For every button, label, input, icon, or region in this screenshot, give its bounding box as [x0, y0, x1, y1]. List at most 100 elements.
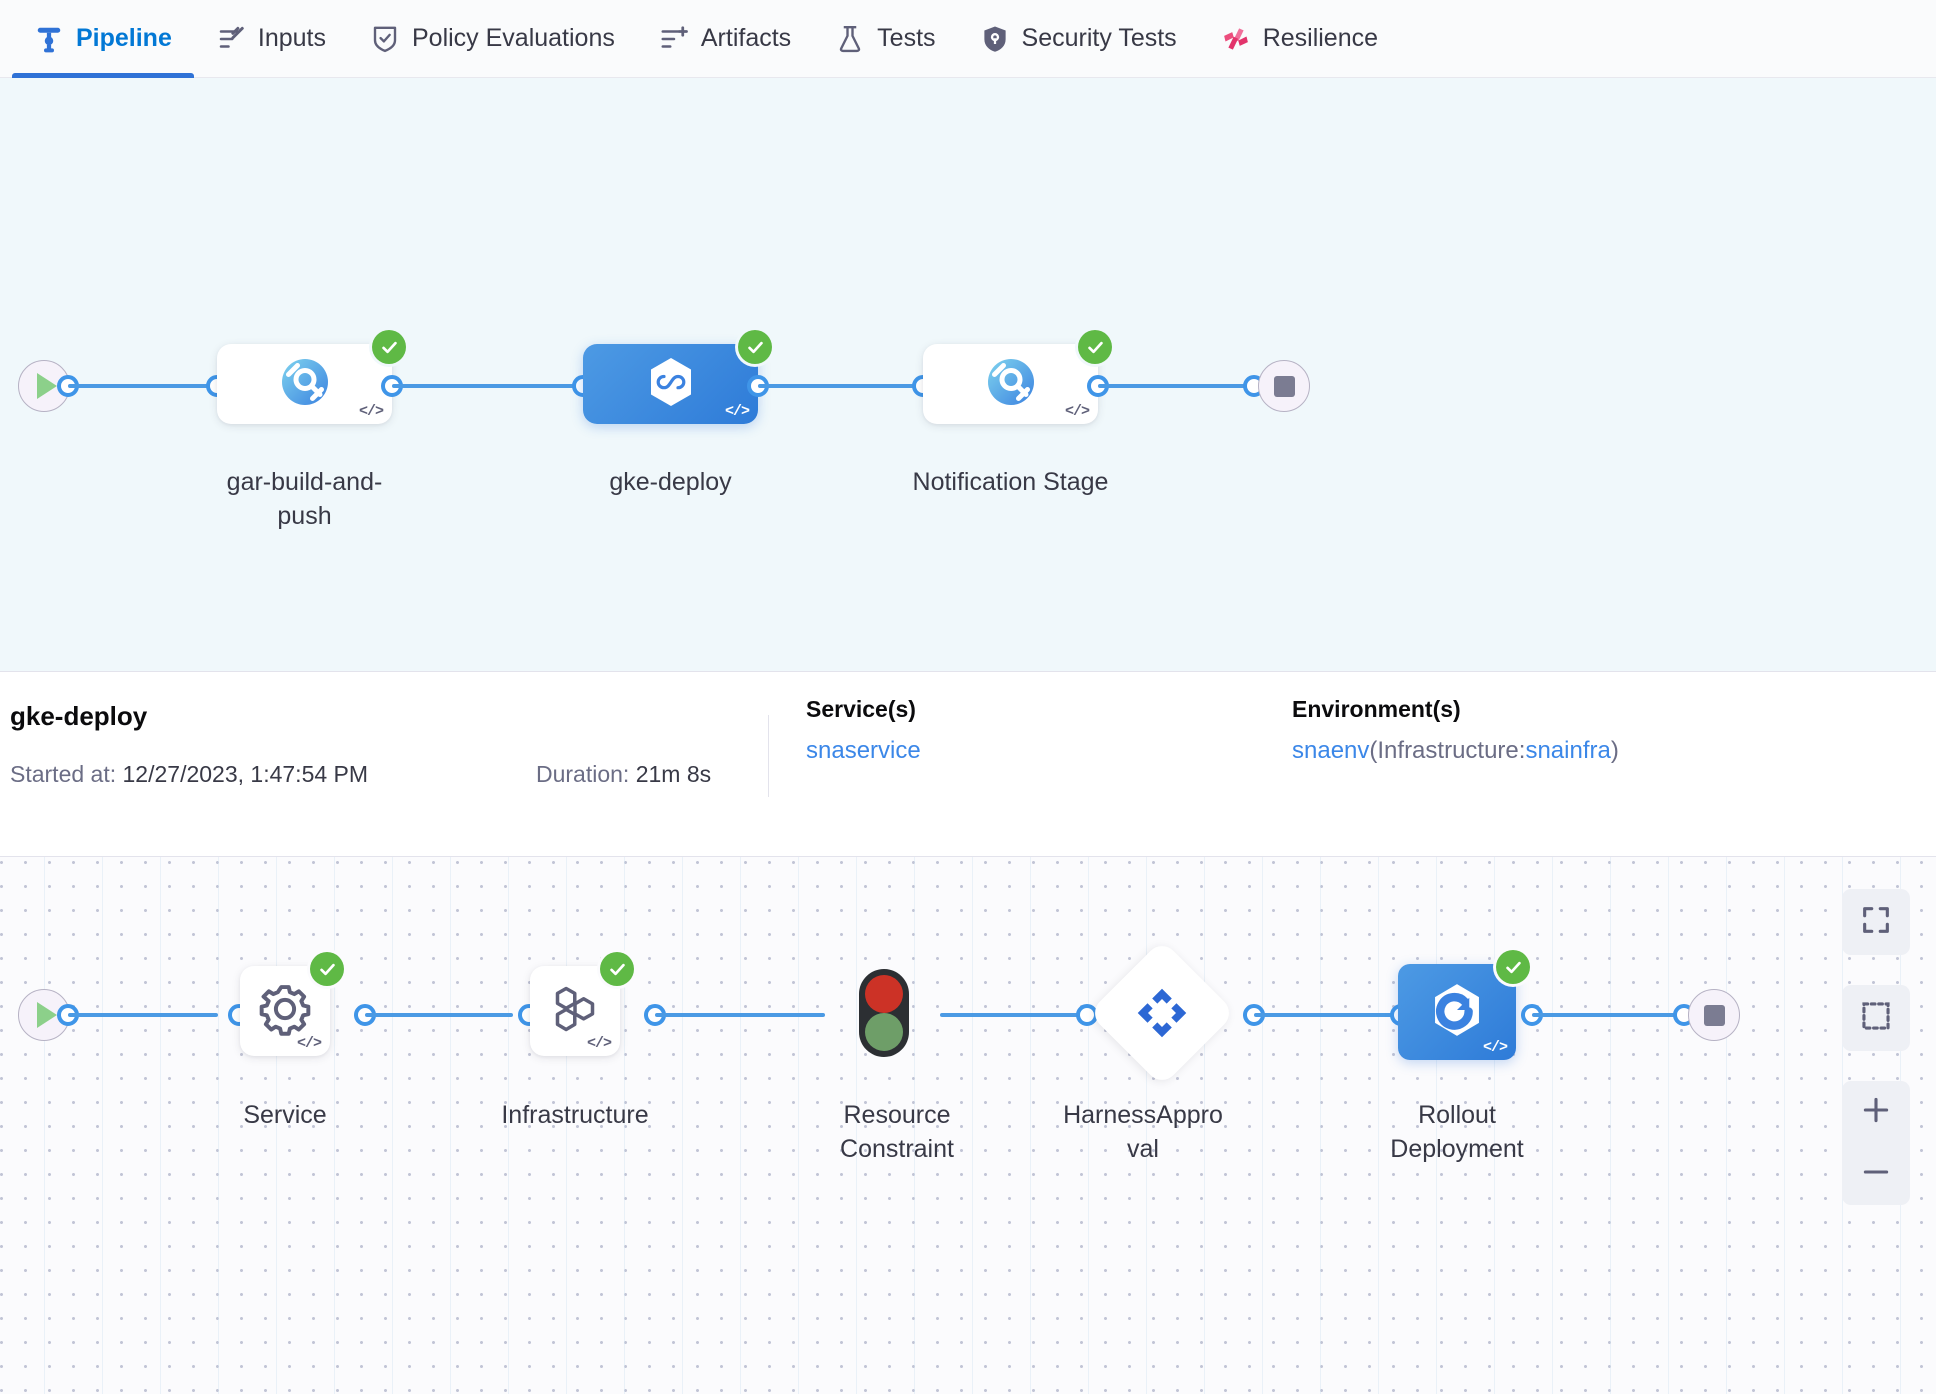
yaml-code-icon[interactable]: </>: [1482, 1039, 1508, 1056]
environment-link[interactable]: snaenv: [1292, 737, 1370, 764]
play-icon: [36, 373, 57, 399]
traffic-light-icon: [855, 969, 913, 1063]
status-badge-success: [1496, 950, 1530, 984]
stage-info-bar: gke-deploy Started at: 12/27/2023, 1:47:…: [0, 672, 1936, 857]
gear-icon: [257, 981, 313, 1042]
stage-label-notification-stage: Notification Stage: [912, 468, 1109, 496]
edge-service-to-infrastructure: [365, 1013, 513, 1017]
policy-shield-icon: [370, 24, 400, 54]
pipeline-tab-bar: Pipeline Inputs Policy Evaluations: [0, 0, 1936, 78]
stage-node-gar-build-and-push[interactable]: </>: [217, 330, 406, 424]
tab-artifacts[interactable]: Artifacts: [637, 0, 813, 78]
minus-icon: [1859, 1155, 1893, 1194]
zoom-out-button[interactable]: [1842, 1143, 1910, 1205]
step-label-resource-constraint: Resource Constraint: [840, 1101, 954, 1163]
marquee-icon: [1859, 999, 1893, 1038]
edge-start-to-service: [68, 1013, 218, 1017]
stop-icon: [1273, 375, 1295, 397]
stage-label-gar-build-and-push: gar-build-and-push: [226, 468, 383, 530]
execution-end-node: [1688, 989, 1740, 1041]
duration-value: 21m 8s: [635, 761, 712, 787]
duration-label: Duration:: [536, 761, 630, 787]
cd-deploy-icon: [644, 355, 698, 414]
edge-gke-deploy-to-notification: [758, 384, 948, 388]
services-column: Service(s) snaservice: [806, 696, 921, 765]
edge-infrastructure-to-resource-constraint: [655, 1013, 825, 1017]
pipeline-icon: [34, 24, 64, 54]
zoom-in-button[interactable]: [1842, 1081, 1910, 1143]
services-header: Service(s): [806, 696, 916, 722]
edge-rollout-to-end: [1532, 1013, 1680, 1017]
pipeline-stage-graph[interactable]: </> </>: [0, 78, 1936, 672]
tab-label: Resilience: [1262, 24, 1379, 52]
stage-node-gke-deploy[interactable]: </>: [583, 330, 772, 424]
status-badge-success: [738, 330, 772, 364]
yaml-code-icon[interactable]: </>: [358, 403, 384, 420]
zoom-button-group: [1842, 1081, 1910, 1205]
page-title: gke-deploy: [10, 701, 148, 731]
tab-pipeline[interactable]: Pipeline: [12, 0, 194, 78]
yaml-code-icon[interactable]: </>: [296, 1035, 322, 1052]
tab-inputs[interactable]: Inputs: [194, 0, 348, 78]
select-area-button[interactable]: [1842, 985, 1910, 1051]
rollout-icon: [1426, 979, 1488, 1046]
step-label-service: Service: [243, 1101, 327, 1129]
artifacts-icon: [659, 24, 689, 54]
execution-start-node: [18, 989, 70, 1041]
duration-text: Duration: 21m 8s: [536, 761, 711, 788]
canvas-grid-background: [0, 857, 1936, 1394]
stage-node-notification-stage[interactable]: </>: [923, 330, 1112, 424]
stage-label-gke-deploy: gke-deploy: [609, 468, 732, 496]
tab-security-tests[interactable]: Security Tests: [958, 0, 1199, 78]
tab-label: Policy Evaluations: [411, 24, 615, 52]
edge-resource-constraint-to-approval: [940, 1013, 1090, 1017]
graph-zoom-controls: [1842, 889, 1910, 1205]
edge-gar-build-to-gke-deploy: [392, 384, 582, 388]
edge-start-to-gar-build: [68, 384, 213, 388]
stage-execution-graph[interactable]: </> </>: [0, 857, 1936, 1394]
inputs-icon: [216, 24, 246, 54]
tab-label: Inputs: [257, 24, 326, 52]
pipeline-end-node: [1258, 360, 1310, 412]
stop-icon: [1703, 1004, 1725, 1026]
infrastructure-prefix: (Infrastructure:: [1369, 737, 1526, 764]
status-badge-success: [600, 952, 634, 986]
harness-approval-icon: [1134, 985, 1190, 1041]
environments-header: Environment(s): [1292, 696, 1461, 722]
flask-icon: [835, 24, 865, 54]
edge-approval-to-rollout: [1254, 1013, 1399, 1017]
tab-resilience[interactable]: Resilience: [1199, 0, 1400, 78]
yaml-code-icon[interactable]: </>: [724, 403, 750, 420]
status-badge-success: [1078, 330, 1112, 364]
step-node-infrastructure[interactable]: </>: [530, 952, 634, 1056]
environments-column: Environment(s) snaenv(Infrastructure:sna…: [1292, 696, 1619, 765]
tab-label: Security Tests: [1021, 24, 1177, 52]
yaml-code-icon[interactable]: </>: [1064, 403, 1090, 420]
step-node-service[interactable]: </>: [240, 952, 344, 1056]
started-at-label: Started at:: [10, 761, 117, 787]
step-node-rollout-deployment[interactable]: </>: [1398, 950, 1530, 1060]
step-label-harness-approval: HarnessApproval: [1063, 1101, 1223, 1163]
step-label-infrastructure: Infrastructure: [501, 1101, 649, 1129]
plus-icon: [1859, 1093, 1893, 1132]
started-at-value: 12/27/2023, 1:47:54 PM: [122, 761, 369, 787]
resilience-icon: [1221, 24, 1251, 54]
service-link[interactable]: snaservice: [806, 737, 921, 764]
step-label-rollout-deployment: Rollout Deployment: [1390, 1101, 1524, 1163]
step-node-resource-constraint[interactable]: [855, 967, 913, 1064]
infrastructure-link[interactable]: snainfra: [1525, 737, 1611, 764]
yaml-code-icon[interactable]: </>: [586, 1035, 612, 1052]
tab-policy-evaluations[interactable]: Policy Evaluations: [348, 0, 637, 78]
tab-label: Pipeline: [76, 24, 172, 52]
fit-to-screen-button[interactable]: [1842, 889, 1910, 955]
ci-build-icon: [983, 354, 1039, 415]
tab-label: Artifacts: [700, 24, 792, 52]
play-icon: [36, 1002, 57, 1028]
infrastructure-suffix: ): [1610, 737, 1619, 764]
info-divider: [768, 715, 769, 797]
started-at-text: Started at: 12/27/2023, 1:47:54 PM: [10, 761, 368, 788]
tab-label: Tests: [877, 24, 936, 52]
tab-tests[interactable]: Tests: [813, 0, 957, 78]
status-badge-success: [372, 330, 406, 364]
status-badge-success: [310, 952, 344, 986]
